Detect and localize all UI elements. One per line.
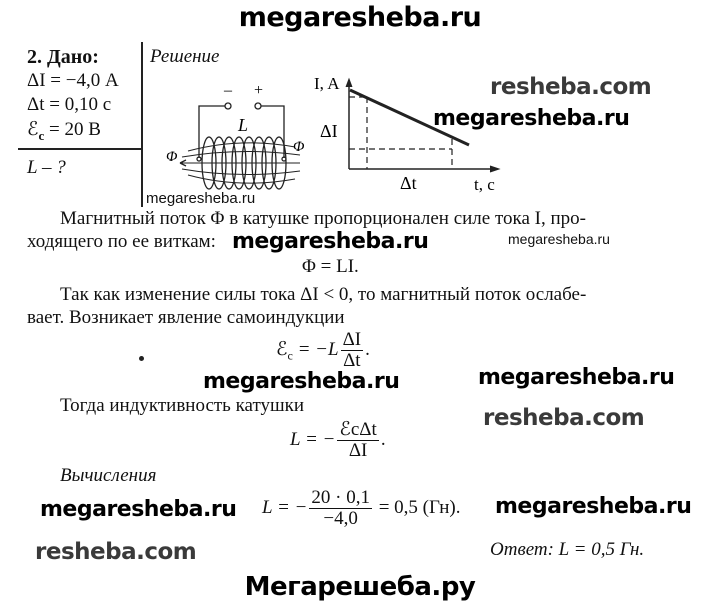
eq4-result: = 0,5 (Гн). (378, 496, 461, 518)
watermark-mega-6: megaresheba.ru (495, 494, 692, 519)
header-watermark: megaresheba.ru (238, 2, 482, 33)
small-watermark-top: megaresheba.ru (146, 190, 256, 207)
calculations-title: Вычисления (60, 465, 157, 486)
eq4-denominator: −4,0 (323, 508, 358, 529)
solution-title: Решение (150, 46, 220, 67)
paragraph-3: Тогда индуктивность катушки (60, 395, 305, 416)
emf-value: = 20 В (49, 119, 101, 140)
eq4-numerator: 20 · 0,1 (309, 487, 372, 509)
eq2-denominator: Δt (343, 350, 361, 371)
small-watermark-2: megaresheba.ru (508, 231, 610, 247)
paragraph-1-line-2: ходящего по ее виткам: (27, 231, 216, 252)
eq2-emf: ℰ (276, 338, 288, 360)
watermark-resheba-3: resheba.com (35, 539, 197, 565)
coil-plus: + (254, 82, 263, 99)
eq3-numerator: ℰcΔt (337, 419, 379, 441)
graph-delta-i: ΔI (320, 121, 338, 141)
eq4-left: L = − (262, 496, 308, 518)
eq2-mid: = −L (292, 338, 339, 360)
eq3-denominator: ΔI (348, 440, 368, 461)
watermark-mega-3: megaresheba.ru (203, 369, 400, 394)
watermark-mega-1: megaresheba.ru (433, 106, 630, 131)
coil-label: L (237, 115, 248, 135)
flux-left-label: Φ (166, 149, 178, 165)
x-axis-label: t, c (474, 175, 495, 194)
eq2-sub: c (287, 348, 293, 363)
watermark-resheba-1: resheba.com (490, 74, 652, 100)
current-line (349, 88, 470, 147)
paragraph-2-line-1: Так как изменение силы тока ΔI < 0, то м… (60, 284, 587, 305)
watermark-mega-5: megaresheba.ru (40, 497, 237, 522)
given-delta-i: ΔI = −4,0 А (27, 70, 119, 91)
emf-sub: c (38, 127, 45, 143)
given-divider (18, 148, 141, 150)
eq2-numerator: ΔI (340, 329, 364, 351)
equation-calculation: L = −20 · 0,1−4,0 = 0,5 (Гн). (262, 488, 461, 529)
emf-symbol: ℰ (27, 119, 39, 140)
flux-right-label: Φ (293, 139, 305, 155)
y-axis-label: I, A (314, 75, 340, 93)
watermark-mega-2: megaresheba.ru (232, 229, 429, 254)
watermark-mega-4: megaresheba.ru (478, 365, 675, 390)
given-find: L – ? (27, 157, 66, 178)
paragraph-2-line-2: вает. Возникает явление самоиндукции (27, 307, 345, 328)
dot-mark (139, 356, 144, 361)
given-delta-t: Δt = 0,10 с (27, 94, 112, 115)
watermark-resheba-2: resheba.com (483, 405, 645, 431)
eq3-left: L = − (290, 428, 336, 450)
paragraph-1-line-1: Магнитный поток Φ в катушке пропорционал… (60, 208, 586, 229)
given-emf: ℰc = 20 В (27, 118, 101, 144)
footer-watermark: Мегарешеба.ру (244, 572, 476, 602)
answer: Ответ: L = 0,5 Гн. (490, 539, 645, 560)
equation-flux: Φ = LI. (302, 256, 359, 277)
coil-minus: – (223, 82, 233, 99)
given-vertical-divider (141, 42, 143, 207)
given-title: 2. Дано: (27, 46, 99, 68)
coil-diagram: – + L Φ Φ (166, 82, 305, 190)
current-graph: I, A t, c ΔI Δt (314, 75, 501, 194)
graph-delta-t: Δt (400, 173, 417, 193)
